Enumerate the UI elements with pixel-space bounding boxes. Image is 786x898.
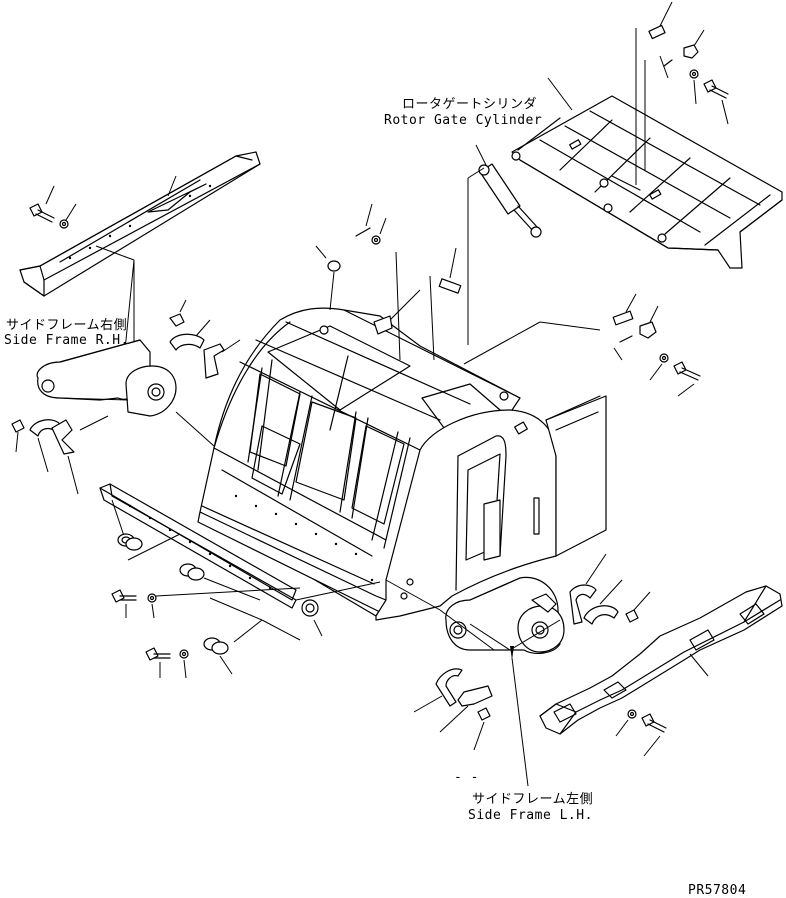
top-center-hardware: [315, 203, 462, 361]
leader-rh-joint: [95, 245, 135, 261]
leader-lh-housing: [385, 579, 441, 611]
leader-bracket-housing: [175, 411, 215, 447]
lh-small-parts: [413, 553, 651, 751]
leader-beam-rh: [167, 175, 177, 197]
leader-lh-bracket-3: [439, 609, 495, 651]
leader-right-pin-2: [539, 321, 601, 331]
flange-holes: [234, 494, 374, 582]
side-frame-rh-beam: [19, 151, 261, 297]
side-frame-rh-label-jp: サイドフレーム右側: [6, 318, 128, 333]
leader-lh-beam: [689, 653, 709, 677]
rotor-gate-cylinder-label-jp: ロータゲートシリンダ: [402, 97, 538, 112]
main-housing: [197, 307, 521, 617]
bolt-washer-tl: [29, 185, 77, 229]
leader-lh-bracket-2: [509, 619, 561, 651]
leader-liner: [295, 581, 381, 601]
lh-bolt-washer: [615, 709, 667, 757]
rear-gate-plate: [483, 395, 607, 561]
leader-liner-2: [111, 499, 125, 537]
rotor-gate-cylinder: [475, 144, 542, 238]
leader-lh-label: [511, 657, 529, 787]
leader-right-pin: [463, 321, 541, 365]
leader-cylinder-top: [467, 167, 485, 179]
rh-small-parts: [11, 299, 241, 495]
rotor-gate-cylinder-label-en: Rotor Gate Cylinder: [384, 113, 543, 128]
liner-strip: [99, 483, 297, 609]
side-frame-lh-label-en: Side Frame L.H.: [468, 808, 593, 823]
leader-frame: [547, 77, 573, 111]
leader-bracket: [59, 397, 129, 401]
side-frame-lh-beam: [539, 585, 783, 735]
right-pin-set: [612, 293, 701, 397]
frame-hardware: [648, 1, 729, 125]
dash-mark: - -: [454, 770, 479, 785]
side-frame-lh-label-jp: サイドフレーム左側: [472, 792, 594, 807]
arrow-lh: [510, 646, 514, 660]
side-frame-rh-bracket: [36, 339, 177, 417]
drawing-code: PR57804: [688, 883, 747, 898]
side-frame-rh-label-en: Side Frame R.H.: [4, 333, 129, 348]
leader-lh-bracket: [469, 623, 511, 651]
rotor-gate-frame: [511, 95, 783, 269]
side-frame-lh-bracket: [445, 576, 565, 654]
liner-holes: [128, 504, 272, 590]
beam-holes: [68, 184, 212, 260]
lower-left-hardware: [111, 533, 323, 679]
